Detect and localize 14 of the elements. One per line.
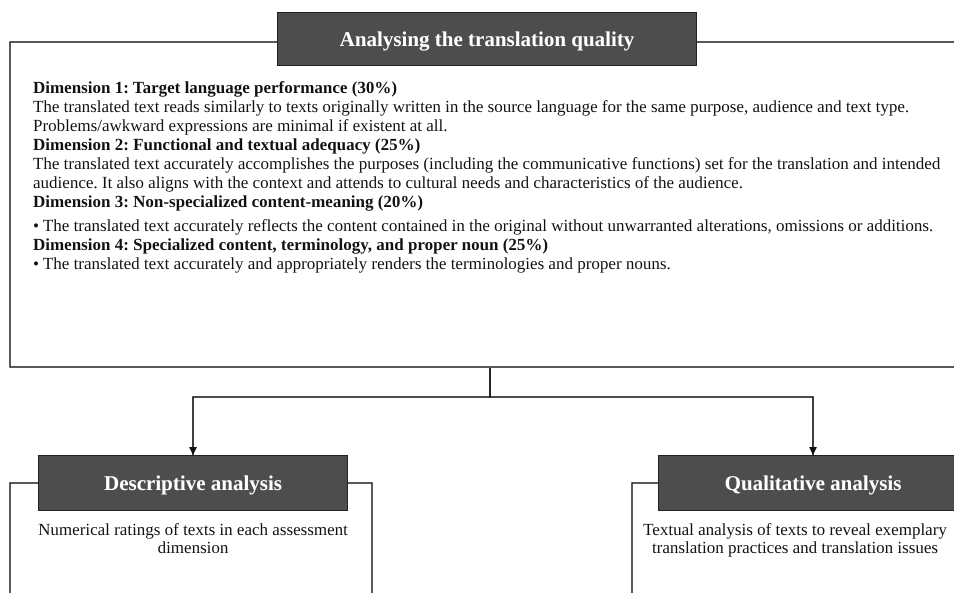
dimension-description: The translated text reads similarly to texts originally written in the source language for the same purpose, audience and text type. Problems/awkward expressions are minimal if existent at all. bbox=[33, 97, 910, 135]
dimension-heading: Dimension 4: Specialized content, terminology, and proper noun (25%) bbox=[33, 235, 550, 254]
dimension-heading: Dimension 2: Functional and textual adequacy (25%) bbox=[33, 135, 422, 154]
heading-banner: Qualitative analysis bbox=[658, 455, 954, 511]
arrow bbox=[489, 368, 817, 455]
dimension-heading: Dimension 3: Non-specialized content-meaning (20%) bbox=[33, 192, 424, 211]
dimension-heading: Dimension 1: Target language performance (30%) bbox=[33, 78, 398, 97]
analysis-description: Numerical ratings of texts in each assessment dimension bbox=[38, 521, 348, 556]
dimension-description: • The translated text accurately and appropriately renders the terminologies and proper nouns. bbox=[33, 254, 672, 273]
dimension-description: The translated text accurately accomplishes the purposes (including the communicative functions) set for the translation and intended audience. It also aligns with the context and attends to cultural needs and characteristics of the audience. bbox=[33, 154, 942, 192]
heading-banner: Descriptive analysis bbox=[38, 455, 348, 511]
dimension-description: • The translated text accurately reflects the content contained in the original without unwarranted alterations, omissions or additions. bbox=[33, 216, 934, 235]
analysis-description: Textual analysis of texts to reveal exemplary translation practices and translation issues bbox=[642, 521, 948, 556]
heading-banner: Analysing the translation quality bbox=[277, 12, 697, 66]
